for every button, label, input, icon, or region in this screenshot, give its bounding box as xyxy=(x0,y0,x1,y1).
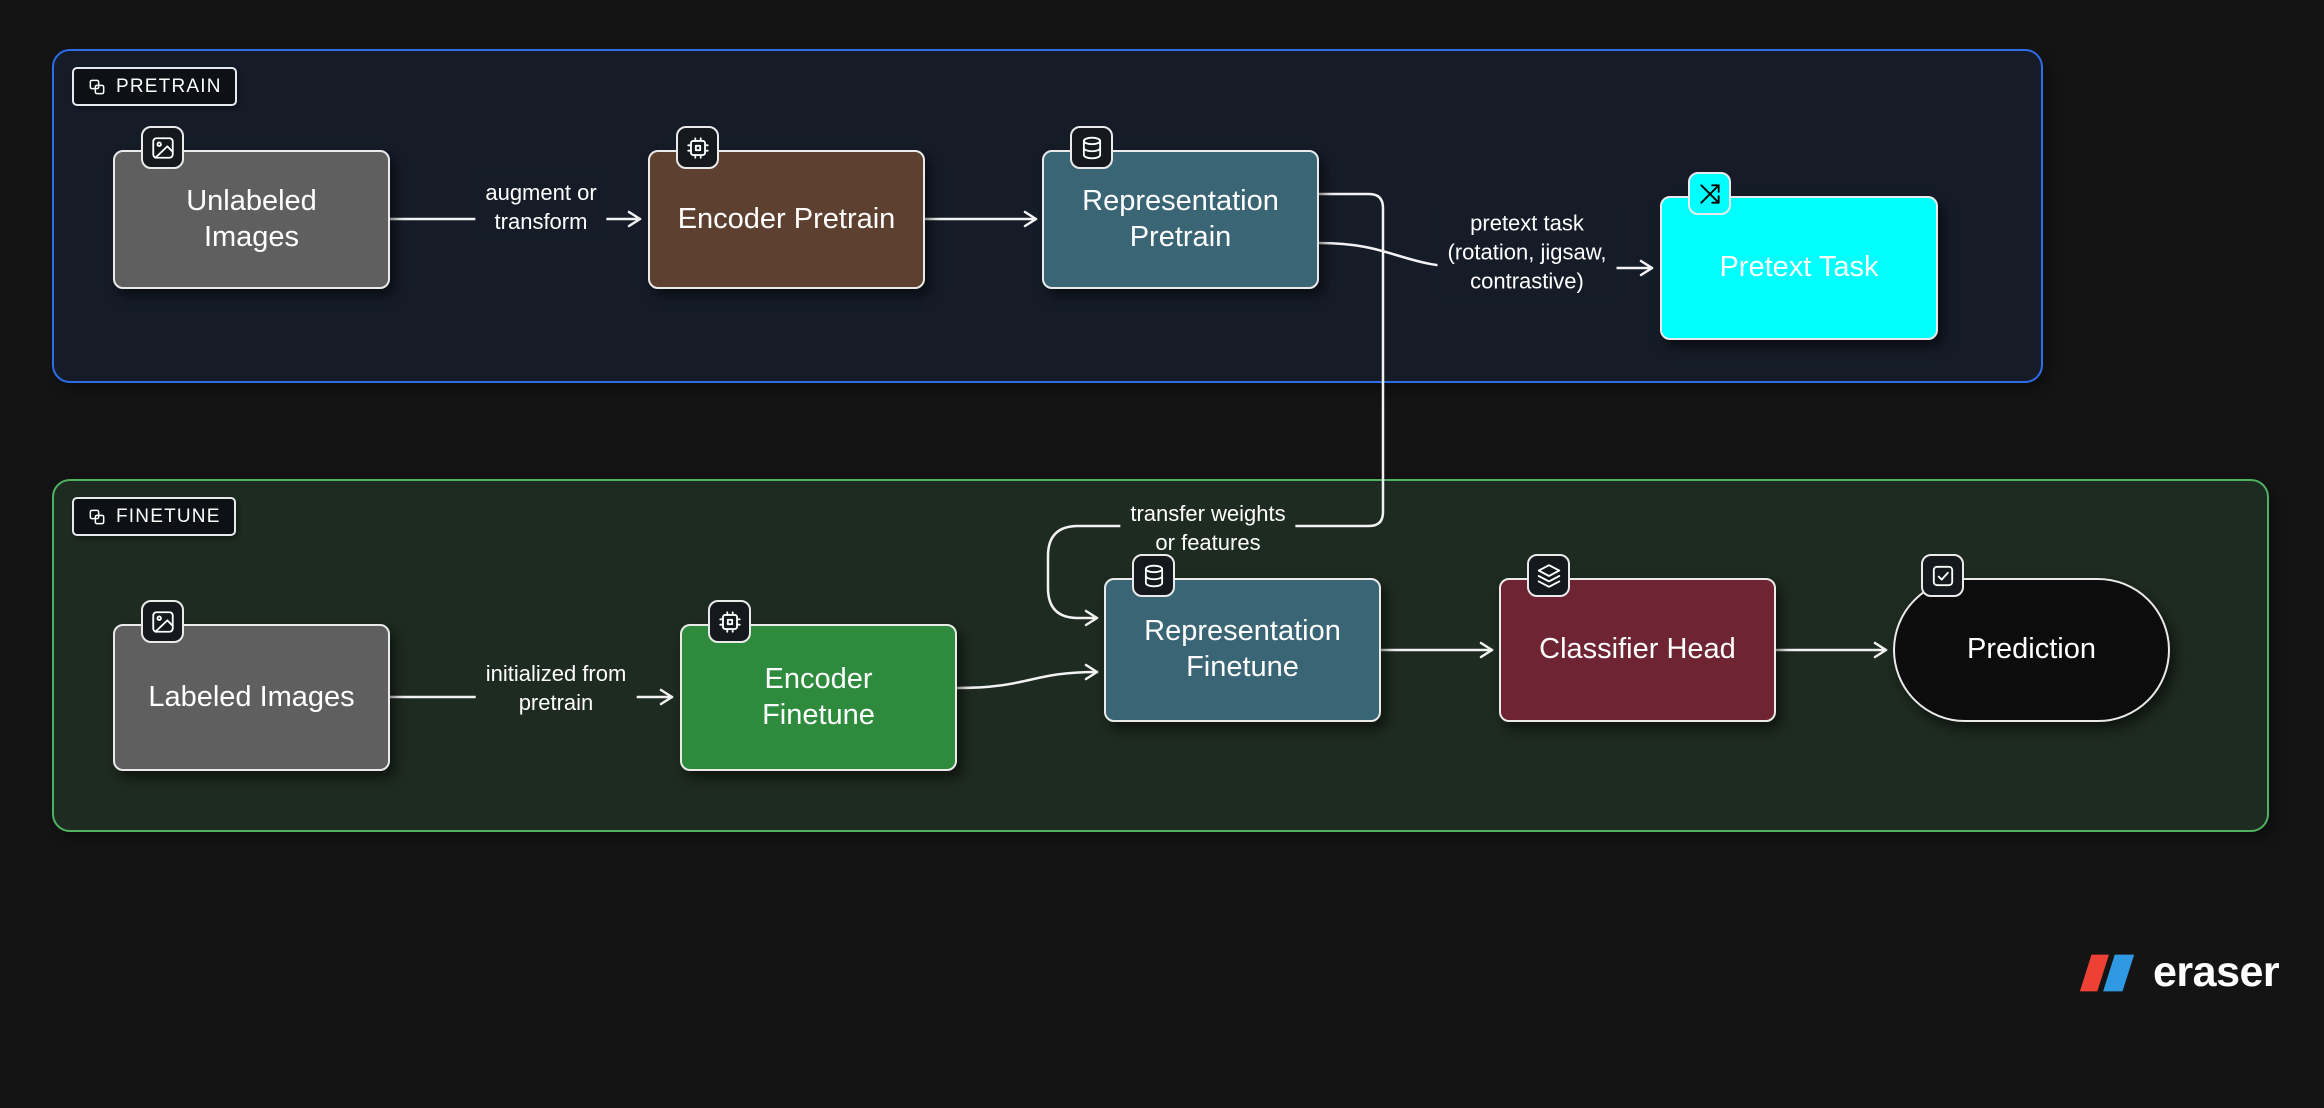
node-label-encoder-finetune: Encoder Finetune xyxy=(762,662,875,731)
node-representation-pretrain[interactable]: Representation Pretrain xyxy=(1042,126,1319,289)
node-label-prediction: Prediction xyxy=(1967,633,2096,666)
node-label-pretext-task: Pretext Task xyxy=(1719,251,1879,284)
node-pretext-task[interactable]: Pretext Task xyxy=(1660,172,1938,340)
group-badge-pretrain[interactable]: PRETRAIN xyxy=(72,67,237,106)
cpu-icon xyxy=(676,126,719,169)
image-icon xyxy=(141,126,184,169)
group-icon xyxy=(89,79,105,94)
group-icon xyxy=(89,509,105,524)
node-encoder-pretrain[interactable]: Encoder Pretrain xyxy=(648,126,925,289)
group-label-pretrain: PRETRAIN xyxy=(116,75,222,97)
arrows-cross-icon xyxy=(1688,172,1731,215)
node-classifier-head[interactable]: Classifier Head xyxy=(1499,554,1776,722)
node-representation-finetune[interactable]: Representation Finetune xyxy=(1104,554,1381,722)
eraser-wordmark: eraser xyxy=(2153,948,2280,996)
eraser-logo: eraser xyxy=(2076,948,2280,997)
cpu-icon xyxy=(708,600,751,643)
node-label-representation-pretrain: Representation Pretrain xyxy=(1082,184,1279,253)
node-label-encoder-pretrain: Encoder Pretrain xyxy=(677,202,896,235)
node-label-unlabeled-images: Unlabeled Images xyxy=(186,184,317,253)
node-encoder-finetune[interactable]: Encoder Finetune xyxy=(680,600,957,771)
node-unlabeled-images[interactable]: Unlabeled Images xyxy=(113,126,390,289)
check-square-icon xyxy=(1921,554,1964,597)
layers-icon xyxy=(1527,554,1570,597)
node-label-labeled-images: Labeled Images xyxy=(148,680,355,713)
eraser-logo-mark xyxy=(2079,954,2135,991)
group-badge-finetune[interactable]: FINETUNE xyxy=(72,497,236,536)
edge-label-augment[interactable]: augment or transform xyxy=(475,175,607,239)
node-label-representation-finetune: Representation Finetune xyxy=(1144,615,1341,683)
image-icon xyxy=(141,600,184,643)
edge-label-pretext[interactable]: pretext task (rotation, jigsaw, contrast… xyxy=(1437,206,1617,298)
group-label-finetune: FINETUNE xyxy=(116,505,221,527)
node-prediction[interactable]: Prediction xyxy=(1893,554,2170,722)
node-labeled-images[interactable]: Labeled Images xyxy=(113,600,390,771)
database-icon xyxy=(1070,126,1113,169)
edge-label-initialized[interactable]: initialized from pretrain xyxy=(475,656,637,720)
node-label-classifier-head: Classifier Head xyxy=(1539,633,1736,666)
edge-label-transfer[interactable]: transfer weights or features xyxy=(1120,496,1296,560)
database-icon xyxy=(1132,554,1175,597)
